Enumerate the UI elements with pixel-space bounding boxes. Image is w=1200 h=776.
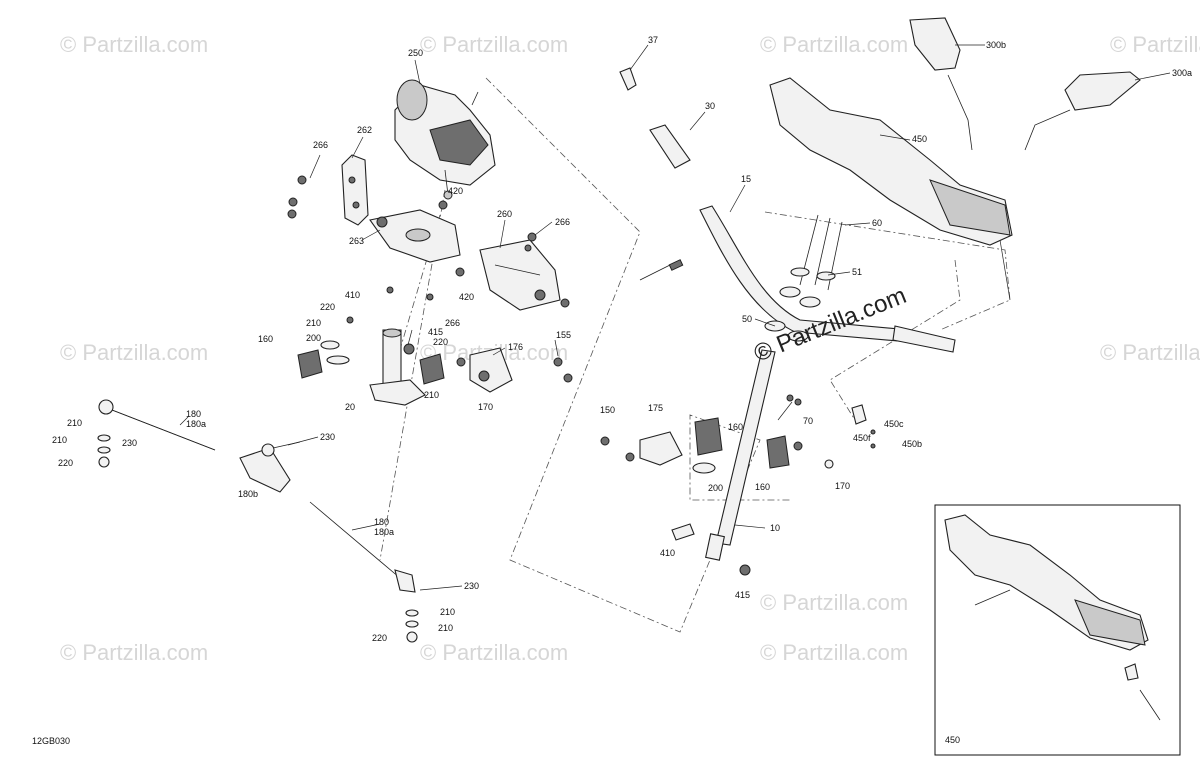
watermark: © Partzilla.com [1100,340,1200,365]
callout-label: 175 [648,403,663,413]
callout-label: 260 [497,209,512,219]
callout-label: 230 [320,432,335,442]
handlebar-15 [699,205,956,353]
tie-rod-upper [97,399,216,468]
callout-label: 450c [884,419,904,429]
watermark: © Partzilla.com [420,640,568,665]
callout-label: 220 [433,337,448,347]
grip-30 [619,67,691,281]
tie-rod-lower [309,501,419,643]
mirror-300b [909,17,973,151]
callout-label: 200 [708,483,723,493]
callout-label: 20 [345,402,355,412]
callout-label: 70 [803,416,813,426]
watermark: © Partzilla.com [60,640,208,665]
watermark: © Partzilla.com [1110,32,1200,57]
callout-label: 155 [556,330,571,340]
mirror-300a [1024,71,1141,151]
callout-label: 220 [320,302,335,312]
callout-label: 210 [67,418,82,428]
callout-label: 450b [902,439,922,449]
callout-label: 250 [408,48,423,58]
callout-label: 230 [122,438,137,448]
watermark-group: © Partzilla.com © Partzilla.com © Partzi… [60,32,1200,665]
callout-label: 415 [735,590,750,600]
callout-label: 160 [258,334,273,344]
inset-label: 450 [945,735,960,745]
callout-label: 60 [872,218,882,228]
column-bushings [600,394,834,474]
watermark: © Partzilla.com [420,32,568,57]
leader-lines [179,44,1171,591]
callout-label: 180 [186,409,201,419]
mount-plate-263 [369,209,461,263]
callout-label: 266 [313,140,328,150]
steering-motor [394,79,496,200]
callout-label: 300a [1172,68,1192,78]
callout-label: 170 [478,402,493,412]
callout-label: 420 [459,292,474,302]
callout-label: 210 [424,390,439,400]
watermark: © Partzilla.com [760,640,908,665]
callout-label: 220 [58,458,73,468]
handguard-450 [769,77,1013,246]
callout-label: 50 [742,314,752,324]
callout-label: 10 [770,523,780,533]
callout-label: 262 [357,125,372,135]
callout-labels: 250 262 266 263 420 260 266 420 410 266 … [52,35,1192,745]
callout-label: 180b [238,489,258,499]
diagram-code: 12GB030 [32,736,70,746]
callout-label: 210 [438,623,453,633]
callout-label: 415 [428,327,443,337]
callout-label: 410 [345,290,360,300]
callout-label: 37 [648,35,658,45]
callout-label: 180a [186,419,206,429]
callout-label: 180 [374,517,389,527]
watermark: © Partzilla.com [760,32,908,57]
clamp-450f [851,404,876,449]
callout-label: 210 [306,318,321,328]
callout-label: 180a [374,527,394,537]
callout-label: 160 [755,482,770,492]
bushing-160-left [297,340,445,385]
callout-label: 410 [660,548,675,558]
callout-label: 450f [853,433,871,443]
bolts-left-cluster [287,175,570,355]
center-link-180b [239,441,301,493]
callout-label: 170 [835,481,850,491]
callout-label: 51 [852,267,862,277]
watermark: © Partzilla.com [60,340,208,365]
callout-label: 300b [986,40,1006,50]
callout-label: 160 [728,422,743,432]
callout-label: 420 [448,186,463,196]
callout-label: 15 [741,174,751,184]
callout-label: 176 [508,342,523,352]
callout-label: 266 [555,217,570,227]
callout-label: 150 [600,405,615,415]
callout-label: 210 [440,607,455,617]
callout-label: 220 [372,633,387,643]
bracket-260 [479,239,561,311]
steering-column-20 [369,328,426,406]
callout-label: 210 [52,435,67,445]
callout-label: 263 [349,236,364,246]
watermark: © Partzilla.com [60,32,208,57]
callout-label: 30 [705,101,715,111]
callout-label: 450 [912,134,927,144]
watermark: © Partzilla.com [760,590,908,615]
callout-label: 200 [306,333,321,343]
steering-column-10 [671,349,776,576]
inset-box [934,504,1181,756]
callout-label: 266 [445,318,460,328]
bracket-176 [456,347,573,393]
bracket-262 [341,154,369,226]
callout-label: 230 [464,581,479,591]
